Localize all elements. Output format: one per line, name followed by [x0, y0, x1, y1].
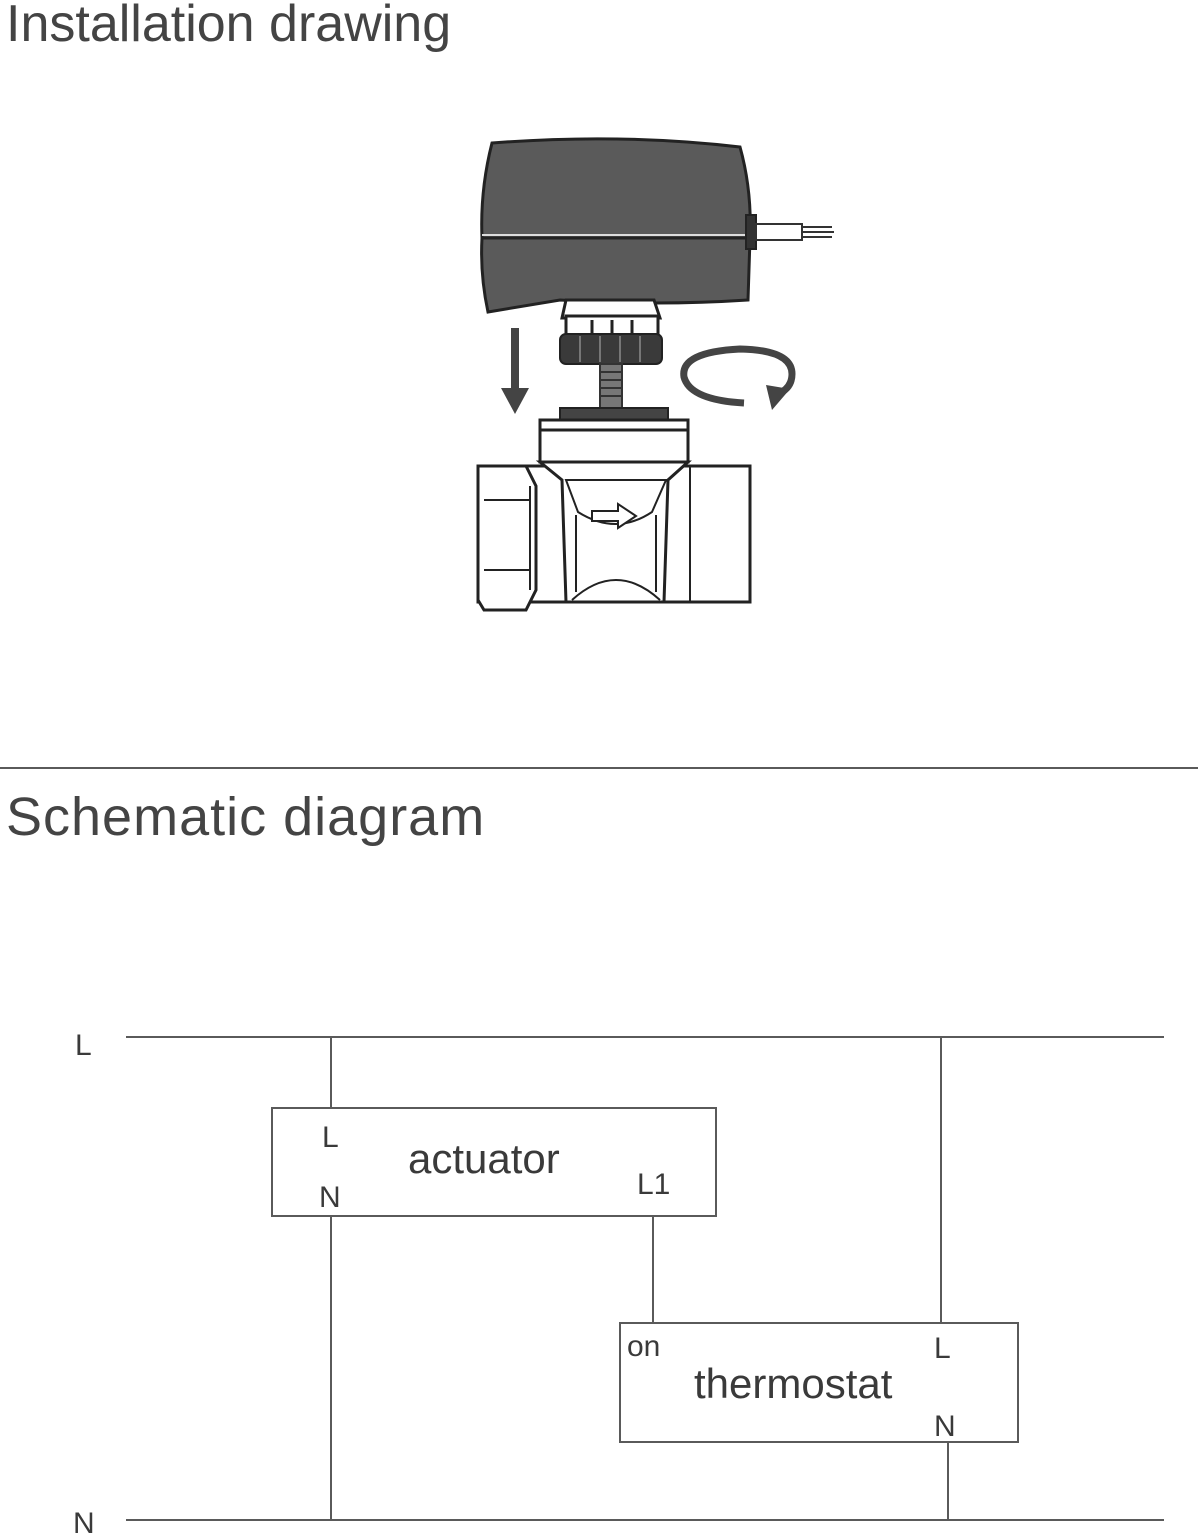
flow-direction-arrow-icon	[591, 502, 638, 530]
installation-illustration	[476, 137, 834, 612]
installation-drawing-title: Installation drawing	[6, 0, 452, 53]
actuator-box	[271, 1107, 717, 1217]
thermostat-box	[619, 1322, 1019, 1443]
neutral-rail-label: N	[73, 1507, 95, 1536]
actuator-pin-n: N	[319, 1181, 341, 1214]
knurled-nut	[559, 333, 663, 365]
valve-bonnet	[538, 407, 690, 464]
live-rail-label: L	[75, 1029, 92, 1062]
actuator-pin-l1: L1	[637, 1168, 670, 1201]
actuator-pin-l: L	[322, 1121, 339, 1154]
section-divider	[0, 767, 1198, 769]
thermostat-pin-n: N	[934, 1410, 956, 1443]
threaded-stem	[599, 363, 623, 409]
thermostat-pin-l: L	[934, 1332, 951, 1365]
thermostat-pin-on: on	[627, 1330, 660, 1363]
actuator-coupling	[560, 298, 663, 338]
valve-body	[476, 460, 752, 612]
down-arrow-icon	[501, 328, 529, 414]
schematic-diagram-title: Schematic diagram	[6, 787, 486, 847]
thermostat-label: thermostat	[694, 1360, 893, 1407]
actuator-body	[480, 137, 834, 314]
rotate-clockwise-icon	[680, 345, 796, 410]
actuator-label: actuator	[408, 1135, 560, 1182]
